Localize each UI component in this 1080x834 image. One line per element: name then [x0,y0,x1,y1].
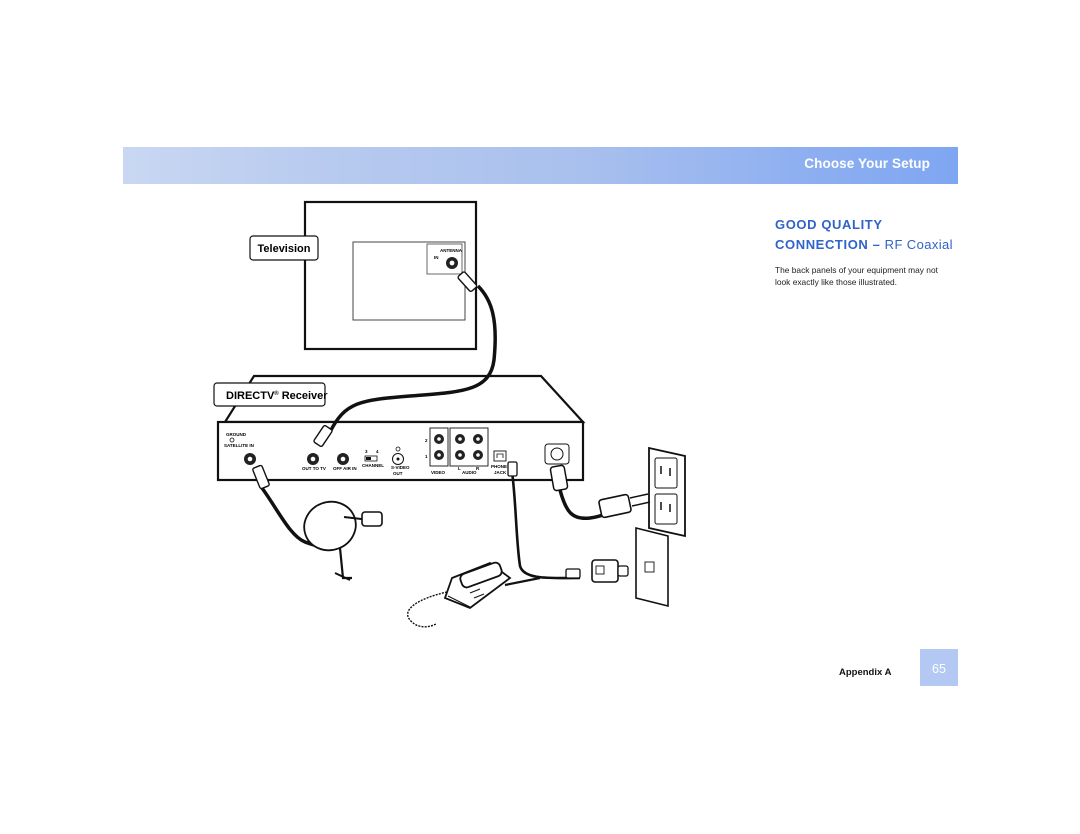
port-audio-label: AUDIO [462,470,477,475]
port-svideo-label: S-VIDEO [391,465,410,470]
phone-cable [504,461,581,587]
phone-splitter-icon [591,559,629,583]
audio-left-label: L [458,466,461,471]
wall-phone-jack [635,526,669,608]
receiver-label: DIRECTV®Receiver [226,390,328,402]
telephone-icon [406,561,512,628]
section-heading: GOOD QUALITY CONNECTION – RF Coaxial [775,215,953,255]
section-heading-line2: CONNECTION – RF Coaxial [775,235,953,255]
port-svideo-out-label: OUT [393,471,403,476]
power-outlet [648,446,686,538]
port-ground-label: GROUND [226,432,247,437]
av-row-2-label: 2 [425,438,428,443]
section-header-band: Choose Your Setup [123,147,958,184]
power-cable [549,464,651,521]
section-heading-subtitle: RF Coaxial [884,237,953,252]
appendix-label: Appendix A [839,667,892,678]
receiver-callout: DIRECTV®Receiver [213,382,328,407]
television: ANTENNA IN [303,200,478,351]
channel-4-label: 4 [376,449,379,454]
section-header-title: Choose Your Setup [804,156,930,171]
section-heading-line1: GOOD QUALITY [775,217,883,232]
tv-antenna-label: ANTENNA [440,248,463,253]
port-jack-label: JACK [494,470,507,475]
audio-right-label: R [476,466,480,471]
port-phone-label: PHONE [491,464,507,469]
coax-cable-tv [313,271,497,448]
section-body-text: The back panels of your equipment may no… [775,265,938,287]
section-heading-connection: CONNECTION – [775,237,885,252]
television-callout: Television [249,235,319,261]
port-video-label: VIDEO [431,470,446,475]
page-number: 65 [920,649,958,686]
port-out-to-tv-label: OUT TO TV [302,466,326,471]
port-satellite-in-label: SATELLITE IN [224,443,254,448]
satellite-dish-icon [303,500,383,581]
television-label: Television [258,243,311,255]
tv-in-label: IN [434,255,439,260]
av-row-1-label: 1 [425,454,428,459]
port-off-air-in-label: OFF AIR IN [333,466,357,471]
channel-3-label: 3 [365,449,368,454]
channel-label: CHANNEL [362,463,384,468]
